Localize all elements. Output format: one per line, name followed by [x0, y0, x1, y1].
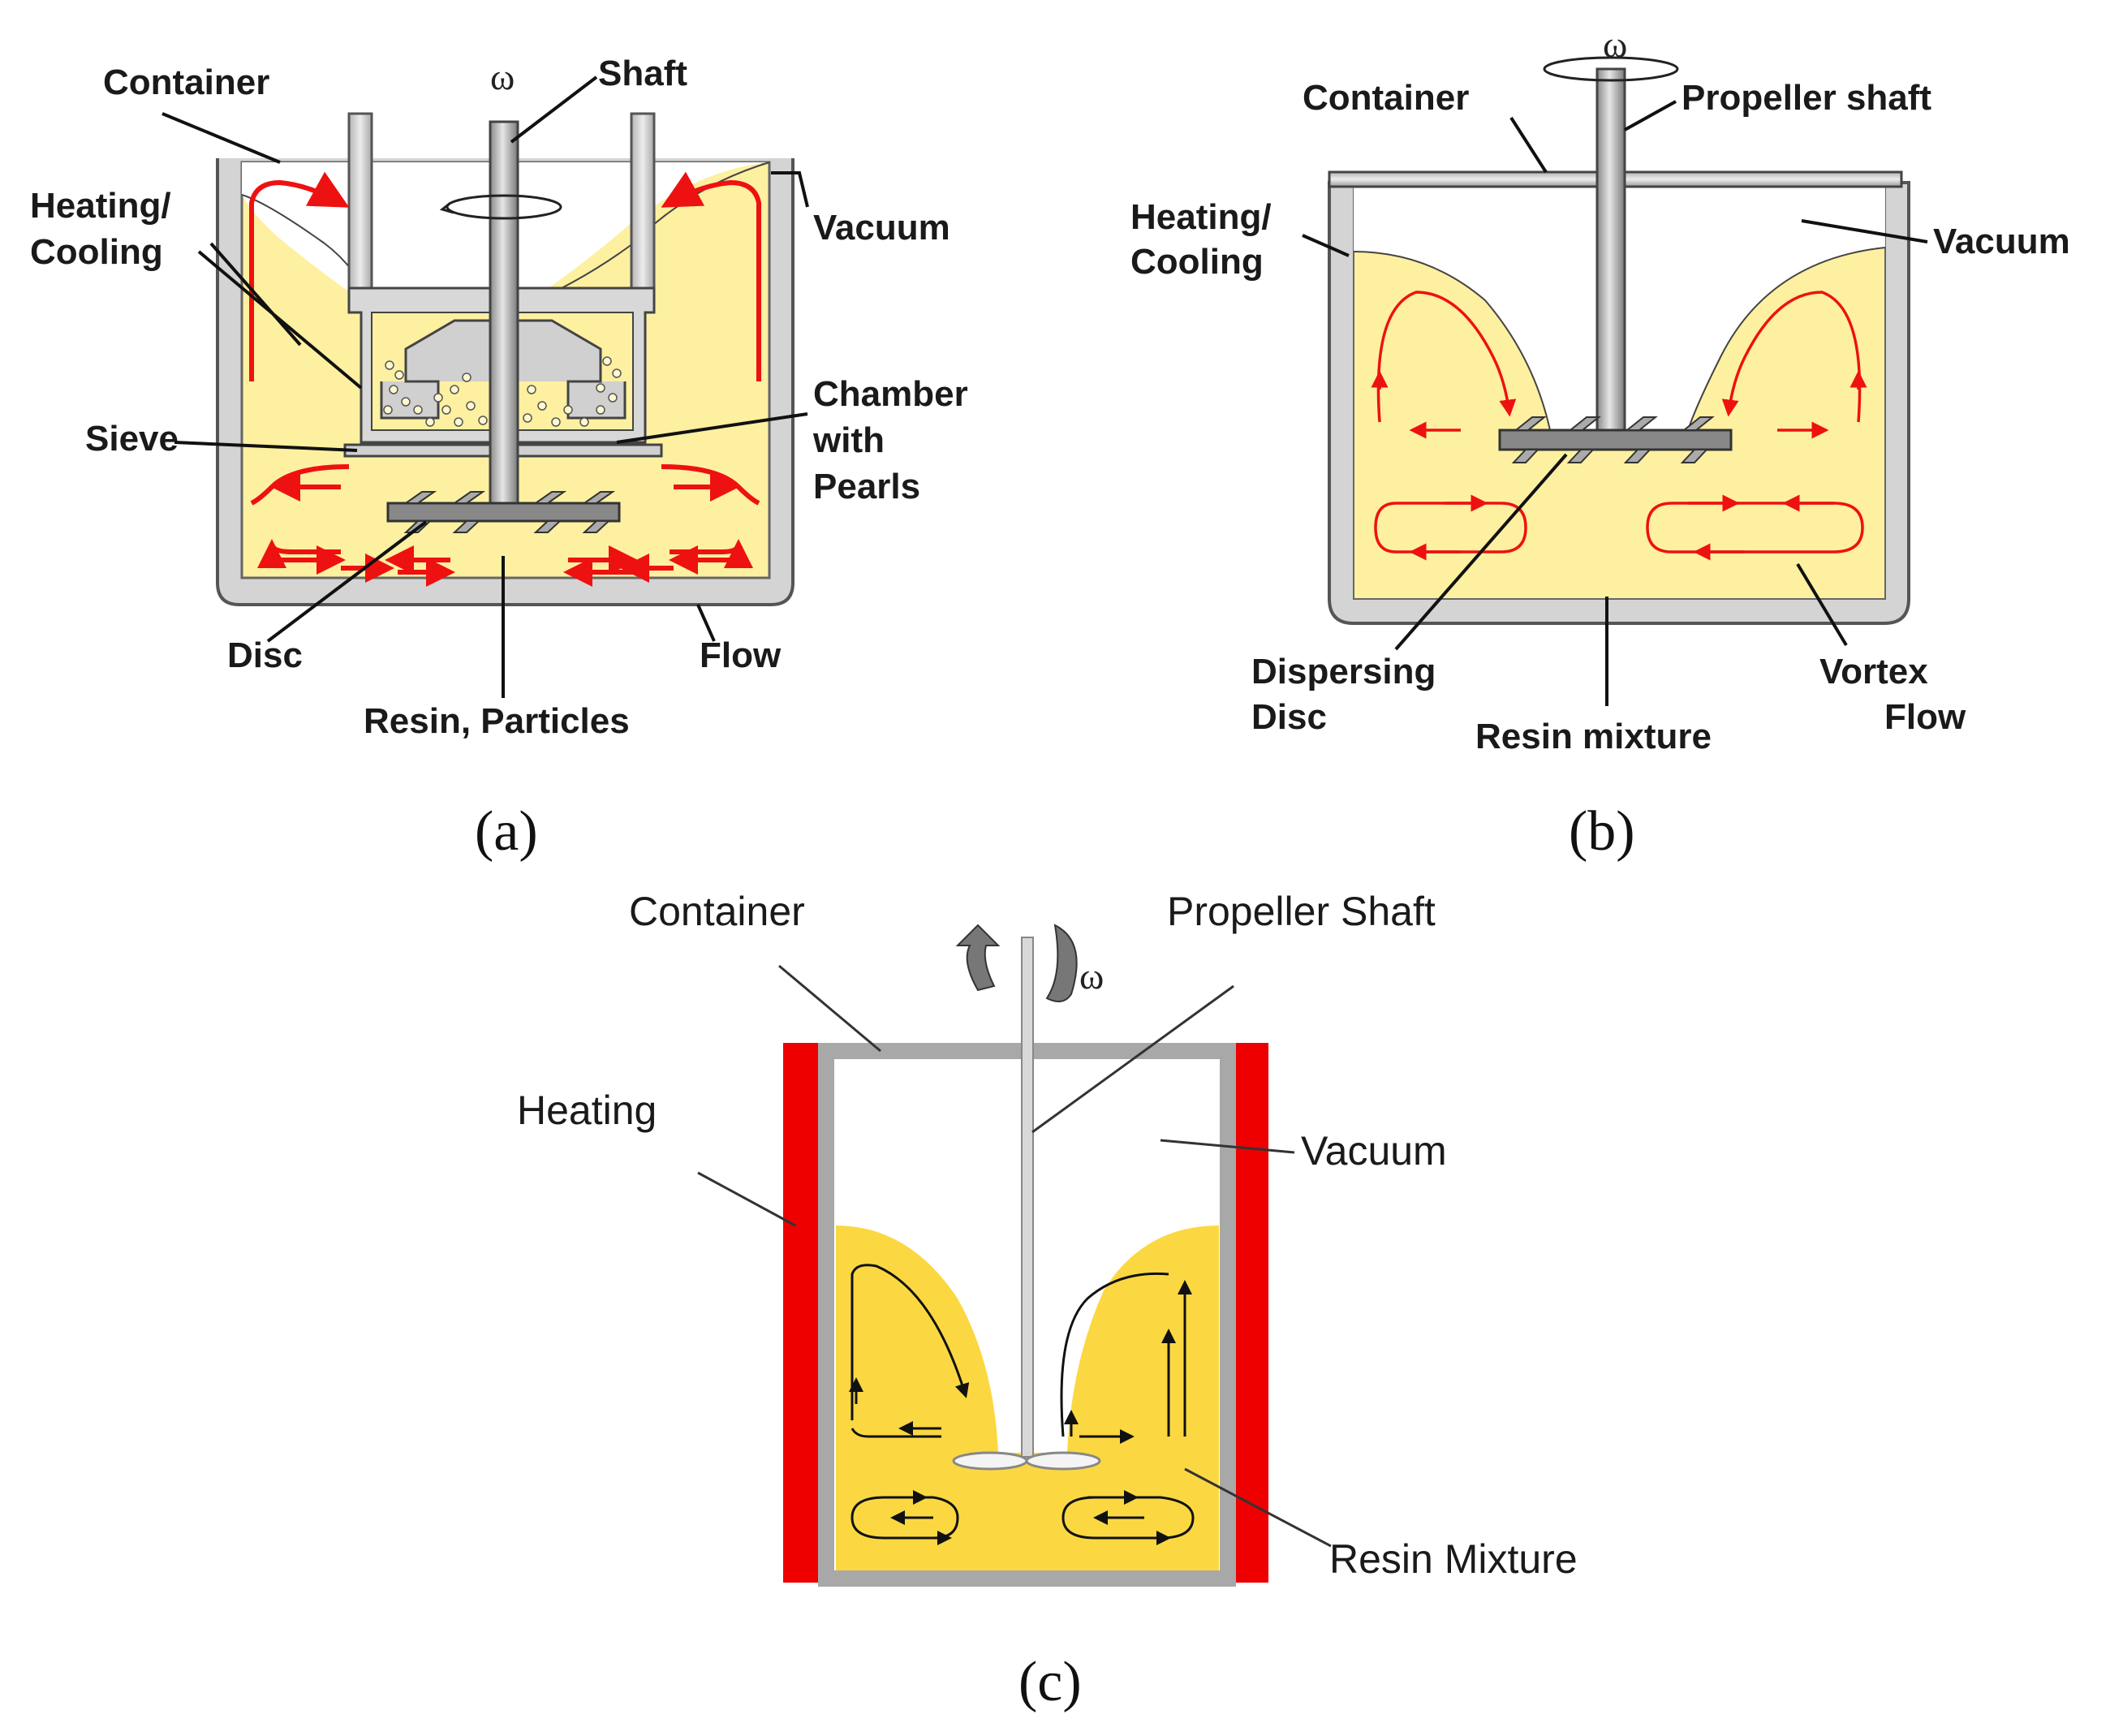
- panel-b: ω Container Propeller shaft Heating/ Coo…: [1130, 24, 2070, 863]
- panel-c-paddle-left: [952, 1451, 1028, 1471]
- panel-c-label-container: Container: [629, 889, 805, 934]
- panel-b-label-disc: Disc: [1251, 697, 1327, 737]
- panel-a-label-shaft: Shaft: [598, 54, 687, 93]
- panel-c-label-propeller-shaft: Propeller Shaft: [1167, 889, 1436, 934]
- panel-a-letter: (a): [475, 800, 538, 863]
- panel-b-label-dispersing: Dispersing: [1251, 652, 1436, 691]
- panel-b-label-vortex: Vortex: [1819, 652, 1928, 691]
- panel-c-label-resin-mixture: Resin Mixture: [1329, 1536, 1578, 1582]
- panel-b-shaft: [1595, 67, 1626, 432]
- panel-a-label-flow: Flow: [700, 635, 782, 675]
- panel-a-omega: ω: [490, 56, 515, 97]
- panel-b-omega: ω: [1603, 24, 1627, 65]
- panel-c-flow-arrows: [849, 1264, 1195, 1545]
- panel-a-label-with: with: [812, 420, 885, 460]
- panel-b-label-resin-mixture: Resin mixture: [1475, 717, 1712, 756]
- panel-b-disc: [1498, 416, 1733, 463]
- panel-a-label-sieve: Sieve: [85, 419, 179, 459]
- panel-b-letter: (b): [1569, 800, 1635, 863]
- panel-b-flow-arrows: [1371, 291, 1867, 561]
- panel-b-label-propeller-shaft: Propeller shaft: [1682, 78, 1931, 118]
- panel-a-label-heating: Heating/: [30, 186, 171, 226]
- panel-c-paddle-right: [1025, 1451, 1101, 1471]
- panel-a-label-cooling: Cooling: [30, 232, 163, 272]
- panel-a-leaders: [161, 75, 809, 698]
- panel-c-heater-left: [783, 1043, 824, 1583]
- panel-a-flow-arrows: [249, 171, 761, 587]
- panel-c-leaders: [697, 964, 1332, 1548]
- panel-a-label-resin-particles: Resin, Particles: [364, 701, 630, 741]
- panel-a-shaft: [489, 120, 519, 505]
- panel-c-shaft: [1021, 937, 1034, 1458]
- panel-a-label-container: Container: [103, 62, 269, 102]
- panel-a-label-disc: Disc: [227, 635, 303, 675]
- panel-a-tube-left: [347, 112, 373, 290]
- panel-c: Container Propeller Shaft ω Heating Vacu…: [517, 889, 1578, 1713]
- panel-a-tube-right: [630, 112, 656, 290]
- panel-b-label-container: Container: [1303, 78, 1469, 118]
- panel-a: Container ω Shaft Heating/ Cooling Vacuu…: [30, 54, 968, 863]
- panel-a-label-vacuum: Vacuum: [813, 208, 950, 248]
- panel-b-leaders: [1302, 100, 1928, 706]
- panel-c-label-heating: Heating: [517, 1088, 657, 1133]
- panel-a-label-pearls: Pearls: [813, 467, 920, 506]
- panel-b-label-flow: Flow: [1884, 697, 1966, 737]
- panel-c-omega: ω: [1079, 955, 1104, 997]
- panel-a-label-chamber: Chamber: [813, 374, 968, 414]
- panel-b-label-heating: Heating/: [1130, 197, 1272, 237]
- panel-c-rotation-arrow: [955, 924, 1078, 1002]
- panel-c-resin: [836, 1226, 1219, 1570]
- panel-b-label-vacuum: Vacuum: [1933, 222, 2070, 261]
- panel-b-label-cooling: Cooling: [1130, 242, 1264, 282]
- panel-c-label-vacuum: Vacuum: [1301, 1128, 1447, 1174]
- panel-c-letter: (c): [1018, 1651, 1082, 1713]
